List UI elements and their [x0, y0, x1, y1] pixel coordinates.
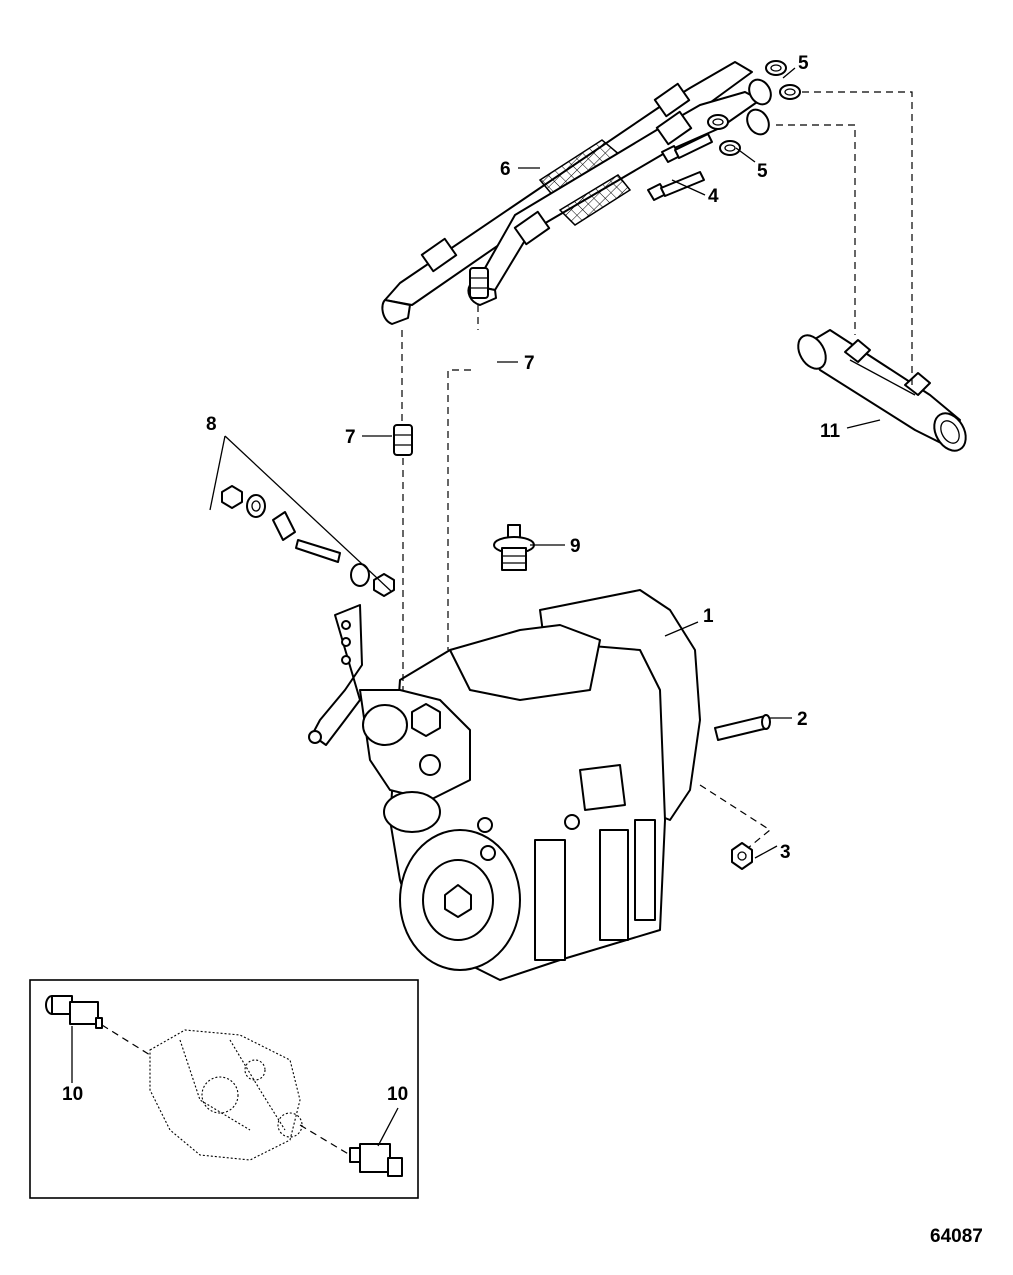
- figure-number: 64087: [930, 1226, 983, 1247]
- banjo-bolts: [647, 133, 713, 201]
- callout-9: 9: [570, 536, 581, 557]
- callout-7-lower: 7: [345, 427, 356, 448]
- callout-7-upper: 7: [524, 353, 535, 374]
- oil-cooler: [797, 329, 967, 452]
- oil-cooler-hoses: [381, 61, 772, 325]
- speed-sensor-left: [45, 995, 103, 1029]
- bracket-hardware: [221, 485, 395, 597]
- callout-2: 2: [797, 709, 808, 730]
- inset-panel: [29, 979, 419, 1199]
- callout-labels: 1 2 3 4 5 5 6 7 7 8 9 10 10 11: [62, 53, 841, 1105]
- callout-10-left: 10: [62, 1084, 83, 1105]
- callout-5-top: 5: [798, 53, 809, 74]
- sealing-washers: [707, 60, 801, 156]
- leader-lines: [209, 67, 881, 859]
- callout-3: 3: [780, 842, 791, 863]
- dowel-pin: [714, 714, 771, 741]
- assembly-lines: [401, 91, 913, 849]
- callout-1: 1: [703, 606, 714, 627]
- hose-adapters: [393, 267, 489, 456]
- callout-11: 11: [820, 421, 841, 442]
- transmission-assembly: [308, 589, 701, 981]
- callout-8: 8: [206, 414, 217, 435]
- speed-sensor-right: [349, 1143, 403, 1177]
- callout-5-bottom: 5: [757, 161, 768, 182]
- callout-4: 4: [708, 186, 719, 207]
- drain-plug: [731, 842, 753, 870]
- temperature-switch: [493, 524, 535, 571]
- callout-10-right: 10: [387, 1084, 408, 1105]
- callout-6: 6: [500, 159, 511, 180]
